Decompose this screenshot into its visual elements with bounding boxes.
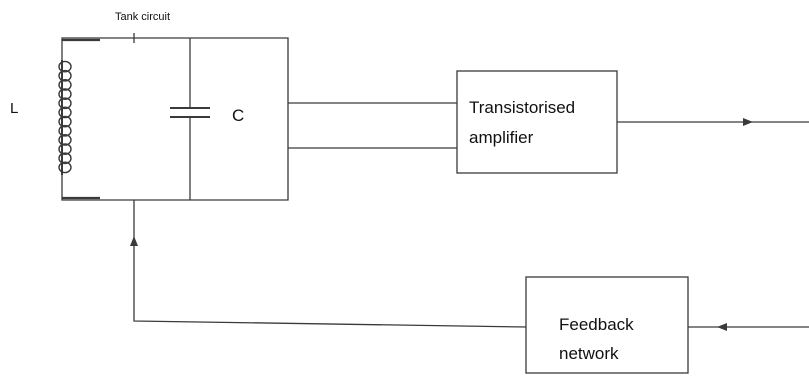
coil-loop xyxy=(58,88,72,100)
feedback-return-arrow-icon xyxy=(130,236,138,246)
feedback-block: Feedback network xyxy=(525,276,689,374)
tank-circuit xyxy=(58,37,289,201)
tank-top-wire xyxy=(61,37,289,201)
feedback-input-arrow-icon xyxy=(717,323,727,331)
coil-loop xyxy=(58,106,72,119)
feedback-label-line1: Feedback xyxy=(559,315,634,334)
coil-loop xyxy=(58,97,72,110)
capacitor-label: C xyxy=(232,106,244,125)
amplifier-label-line1: Transistorised xyxy=(469,98,575,117)
inductor-coil-icon xyxy=(58,38,100,200)
tank-circuit-title: Tank circuit xyxy=(115,11,170,23)
amplifier-label-line2: amplifier xyxy=(469,128,534,147)
coil-loop xyxy=(58,152,72,165)
output-arrow-icon xyxy=(743,118,753,126)
coil-loop xyxy=(58,161,72,174)
coil-loop xyxy=(58,124,72,137)
coil-loop xyxy=(58,115,72,128)
inductor-label: L xyxy=(10,100,18,117)
feedback-box xyxy=(525,276,689,374)
coil-loop xyxy=(58,79,72,91)
feedback-return-wire xyxy=(133,200,527,328)
coil-loop xyxy=(58,143,72,155)
amplifier-block: Transistorised amplifier xyxy=(456,70,618,174)
coil-loop xyxy=(58,134,72,146)
coil-loop xyxy=(58,69,72,82)
feedback-label-line2: network xyxy=(559,344,619,363)
coil-loop xyxy=(58,60,72,73)
amplifier-box xyxy=(456,70,618,174)
